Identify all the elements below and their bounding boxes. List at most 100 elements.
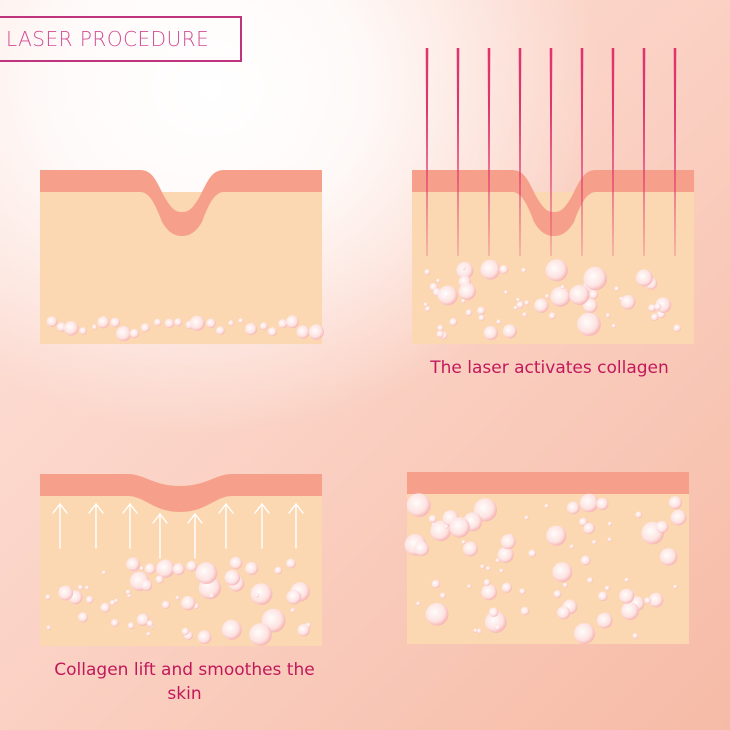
up-arrow-icon — [152, 512, 168, 559]
laser-beam-icon — [425, 48, 429, 256]
collagen-bubble-icon — [116, 326, 132, 342]
collagen-bubble-icon — [46, 625, 51, 630]
caption-laser: The laser activates collagen — [430, 358, 669, 378]
collagen-bubble-icon — [632, 633, 639, 639]
collagen-bubble-icon — [463, 541, 478, 557]
collagen-bubble-icon — [416, 601, 421, 606]
collagen-bubble-icon — [278, 319, 288, 329]
collagen-bubble-icon — [146, 620, 154, 628]
laser-beam-icon — [456, 48, 460, 256]
collagen-bubble-icon — [553, 590, 562, 598]
laser-beam-icon — [580, 48, 584, 256]
skin-panel-laser — [412, 48, 694, 344]
collagen-bubble-icon — [456, 261, 474, 280]
collagen-bubble-icon — [587, 577, 594, 584]
collagen-bubble-icon — [110, 317, 121, 328]
collagen-bubble-icon — [216, 326, 225, 335]
collagen-bubble-icon — [461, 540, 466, 544]
collagen-bubble-icon — [461, 266, 466, 271]
up-arrow-icon — [288, 502, 304, 549]
laser-beam-icon — [673, 48, 677, 256]
collagen-bubble-icon — [477, 306, 486, 315]
collagen-bubble-icon — [513, 305, 518, 310]
collagen-bubble-icon — [414, 541, 429, 557]
skin-panel-before — [40, 170, 324, 344]
laser-beam-icon — [518, 48, 522, 256]
collagen-bubble-icon — [78, 584, 83, 590]
collagen-bubble-icon — [528, 549, 537, 558]
epidermis-layer — [40, 170, 322, 236]
collagen-bubble-icon — [476, 628, 482, 634]
collagen-bubble-icon — [569, 284, 590, 305]
collagen-bubble-icon — [654, 303, 662, 311]
collagen-bubble-icon — [85, 585, 90, 590]
collagen-bubble-icon — [635, 511, 642, 519]
collagen-bubble-icon — [659, 548, 678, 566]
collagen-bubble-icon — [557, 606, 571, 620]
collagen-bubble-icon — [614, 286, 620, 292]
collagen-bubble-icon — [580, 555, 591, 566]
collagen-bubble-icon — [161, 600, 170, 609]
collagen-bubble-icon — [546, 525, 567, 546]
collagen-bubble-icon — [436, 330, 444, 338]
collagen-bubble-icon — [569, 544, 574, 549]
collagen-bubble-icon — [519, 588, 526, 595]
collagen-bubble-icon — [499, 265, 509, 274]
collagen-bubble-icon — [181, 627, 190, 636]
collagen-bubble-icon — [579, 493, 599, 513]
collagen-bubble-icon — [598, 591, 608, 602]
collagen-bubble-icon — [579, 517, 588, 527]
collagen-bubble-icon — [467, 584, 472, 589]
collagen-bubble-icon — [174, 318, 183, 327]
collagen-bubble-icon — [592, 540, 597, 545]
collagen-bubble-icon — [79, 327, 87, 335]
collagen-bubble-icon — [563, 582, 568, 588]
collagen-bubble-icon — [596, 612, 613, 629]
collagen-bubble-icon — [209, 593, 215, 599]
collagen-bubble-icon — [154, 318, 162, 327]
collagen-bubble-icon — [473, 628, 478, 633]
collagen-bubble-icon — [423, 302, 428, 307]
skin-panel-lift — [40, 474, 322, 646]
collagen-bubbles — [45, 556, 311, 646]
collagen-bubble-icon — [499, 568, 504, 573]
collagen-bubble-icon — [483, 325, 498, 341]
collagen-bubble-icon — [195, 562, 218, 585]
collagen-bubble-icon — [534, 298, 549, 313]
collagen-bubble-icon — [440, 592, 446, 599]
collagen-bubble-icon — [552, 562, 573, 583]
collagen-bubble-icon — [465, 309, 473, 317]
caption-lift: Collagen lift and smoothes the skin — [54, 660, 315, 704]
collagen-bubble-icon — [155, 575, 164, 584]
collagen-bubble-icon — [560, 285, 565, 289]
collagen-bubble-icon — [444, 524, 449, 529]
collagen-bubble-icon — [286, 589, 302, 605]
collagen-bubble-icon — [484, 611, 507, 633]
collagen-bubble-icon — [136, 613, 150, 626]
collagen-bubble-icon — [481, 584, 498, 601]
collagen-bubble-icon — [425, 602, 449, 626]
skin-panel-after — [404, 472, 689, 645]
collagen-bubble-icon — [102, 570, 106, 575]
collagen-bubble-icon — [635, 269, 653, 287]
collagen-bubble-icon — [495, 625, 501, 630]
up-arrow-icon — [187, 512, 203, 559]
collagen-bubble-icon — [175, 595, 180, 600]
collagen-bubble-icon — [436, 278, 441, 283]
laser-beam-icon — [549, 48, 553, 256]
collagen-bubble-icon — [549, 312, 556, 320]
collagen-bubble-icon — [670, 509, 687, 526]
collagen-bubble-icon — [483, 579, 491, 586]
collagen-bubble-icon — [520, 606, 530, 616]
collagen-bubble-icon — [290, 608, 295, 613]
collagen-bubble-icon — [486, 566, 491, 571]
collagen-bubble-icon — [78, 612, 89, 623]
collagen-bubble-icon — [146, 631, 151, 636]
collagen-bubble-icon — [583, 266, 608, 291]
collagen-bubble-icon — [478, 314, 485, 321]
collagen-bubble-icon — [596, 497, 609, 511]
up-arrow-icon — [52, 502, 68, 549]
collagen-bubble-icon — [144, 563, 156, 575]
collagen-bubble-icon — [56, 322, 67, 332]
collagen-bubble-icon — [611, 323, 616, 328]
